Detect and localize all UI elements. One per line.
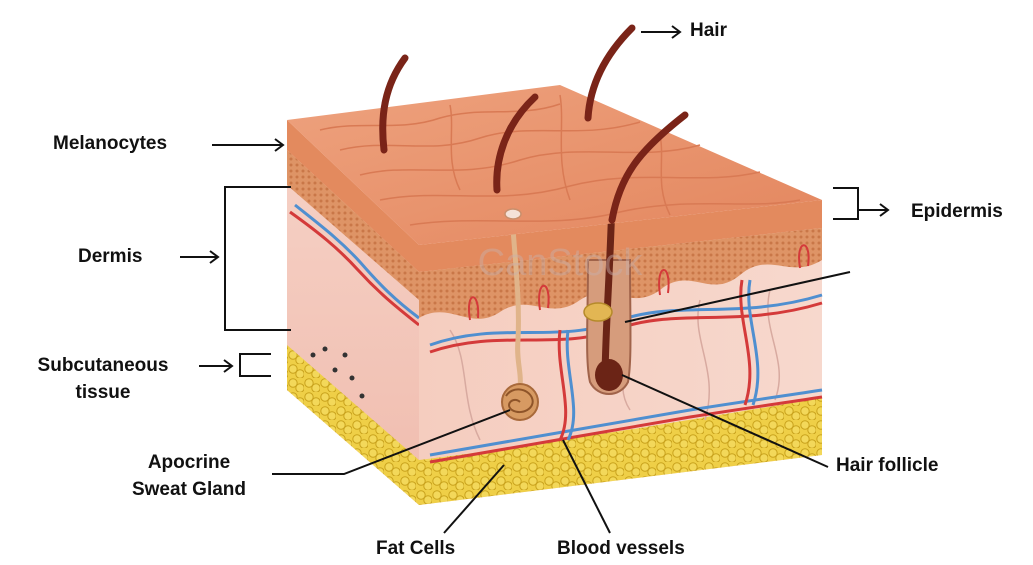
label-hair-follicle: Hair follicle bbox=[836, 455, 938, 477]
hair-arrow bbox=[641, 26, 680, 38]
dermis-bracket bbox=[180, 187, 291, 330]
label-fat-cells: Fat Cells bbox=[376, 538, 455, 560]
label-dermis: Dermis bbox=[78, 246, 142, 268]
sweat-gland-coil bbox=[502, 384, 538, 420]
label-subcutaneous-tissue: Subcutaneous tissue bbox=[8, 355, 198, 404]
subcutaneous-bracket bbox=[199, 354, 271, 376]
side-face: CanStock bbox=[419, 200, 822, 505]
label-blood-vessels: Blood vessels bbox=[557, 538, 685, 560]
label-apocrine-line1: Apocrine bbox=[104, 452, 274, 474]
label-melanocytes: Melanocytes bbox=[53, 133, 167, 155]
label-subcutaneous-line2: tissue bbox=[8, 382, 198, 404]
label-apocrine-sweat-gland: Apocrine Sweat Gland bbox=[104, 452, 274, 501]
label-apocrine-line2: Sweat Gland bbox=[104, 479, 274, 501]
label-epidermis: Epidermis bbox=[911, 201, 1003, 223]
label-subcutaneous-line1: Subcutaneous bbox=[8, 355, 198, 377]
label-hair: Hair bbox=[690, 20, 727, 42]
epidermis-bracket bbox=[833, 188, 888, 219]
svg-text:CanStock: CanStock bbox=[478, 242, 644, 284]
melanocytes-arrow bbox=[212, 139, 283, 151]
